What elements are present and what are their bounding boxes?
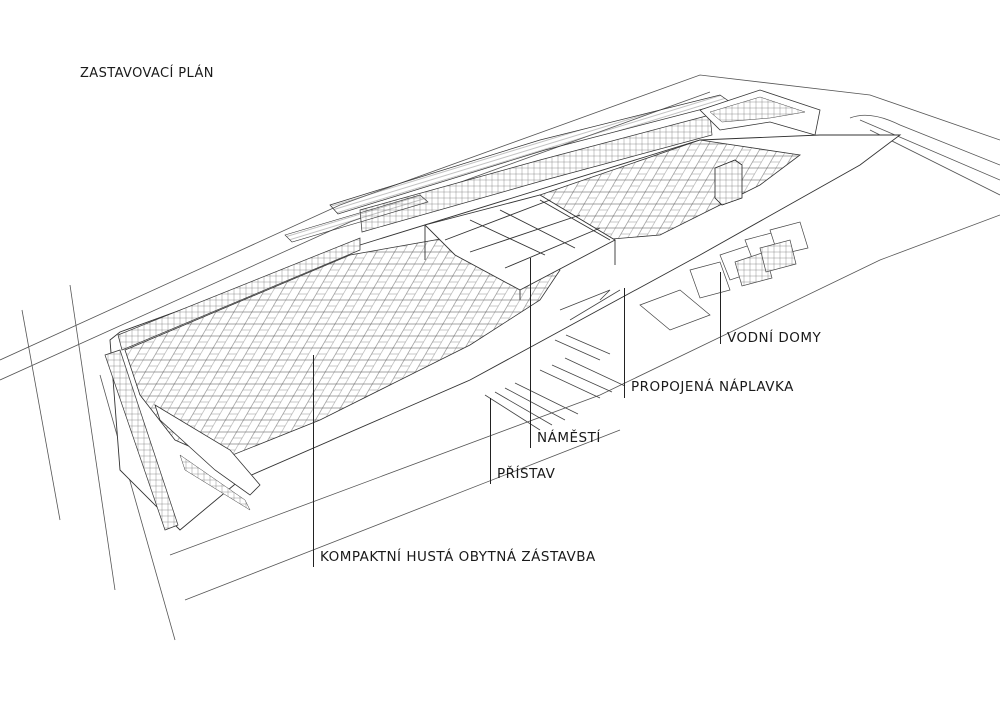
label-vodni-domy: VODNÍ DOMY — [727, 330, 822, 346]
label-namesti: NÁMĚSTÍ — [537, 430, 601, 446]
context-roads — [0, 74, 1000, 641]
leader-line-pristav — [490, 398, 491, 484]
leader-line-vodni-domy — [720, 272, 721, 344]
plan-title: ZASTAVOVACÍ PLÁN — [80, 66, 214, 81]
harbour-piers — [484, 289, 626, 431]
leader-line-propojena-naplavka — [624, 288, 625, 398]
label-pristav: PŘÍSTAV — [497, 466, 556, 482]
label-kompaktni-zastavba: KOMPAKTNÍ HUSTÁ OBYTNÁ ZÁSTAVBA — [320, 549, 596, 565]
leader-line-kompaktni-zastavba — [313, 355, 314, 567]
square-canopy — [424, 194, 616, 300]
site-massing — [104, 89, 902, 531]
label-propojena-naplavka: PROPOJENÁ NÁPLAVKA — [631, 379, 794, 395]
leader-line-namesti — [530, 258, 531, 448]
